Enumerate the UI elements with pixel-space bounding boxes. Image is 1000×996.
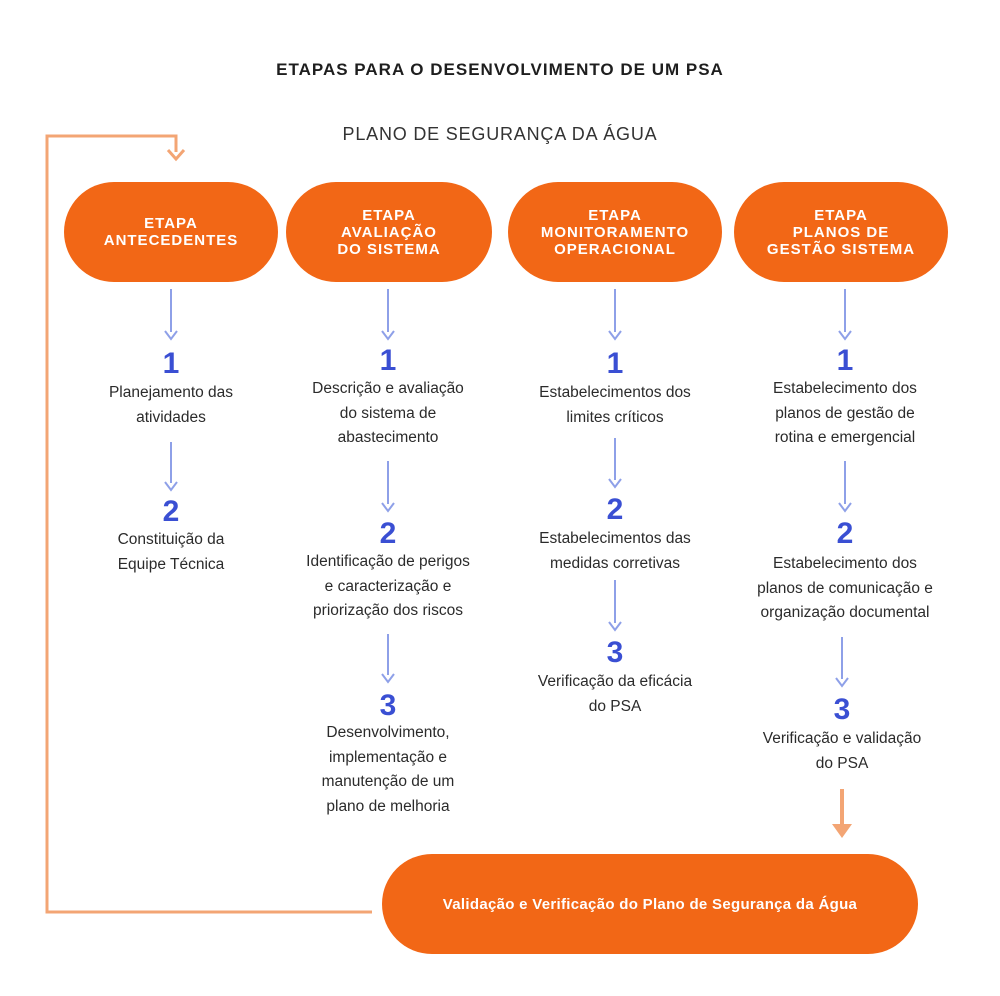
feedback-loop-line: [45, 134, 372, 914]
stage-avaliacao-line: DO SISTEMA: [337, 240, 441, 258]
final-stage-validacao: Validação e Verificação do Plano de Segu…: [382, 854, 918, 954]
arrow-col2-c: [381, 634, 395, 684]
step-number: 2: [162, 495, 180, 528]
arrow-col2-a: [381, 289, 395, 341]
step-description: Verificação e validação do PSA: [762, 730, 922, 772]
stage-monitoramento-line: ETAPA: [588, 206, 642, 224]
step-description: Descrição e avaliação do sistema de abas…: [312, 380, 464, 446]
stage-planos-gestao-sistema: ETAPA PLANOS DE GESTÃO SISTEMA: [734, 182, 948, 282]
step-description: Estabelecimento dos planos de gestão de …: [773, 380, 917, 446]
feedback-loop-arrowhead: [166, 149, 186, 162]
arrow-col3-c: [608, 580, 622, 632]
stage-avaliacao-line: ETAPA: [362, 206, 416, 224]
step-description: Desenvolvimento, implementação e manuten…: [321, 724, 455, 815]
arrow-col1-b: [164, 442, 178, 492]
step-number: 3: [606, 636, 624, 669]
arrow-col2-b: [381, 461, 395, 513]
stage-planos-line: PLANOS DE: [792, 223, 890, 241]
step-number: 1: [162, 347, 180, 380]
step-number: 2: [836, 517, 854, 550]
step-description: Planejamento das atividades: [108, 384, 234, 426]
step-number: 2: [606, 493, 624, 526]
step-description: Estabelecimentos dos limites críticos: [539, 384, 691, 426]
step-number: 1: [379, 344, 397, 377]
arrow-to-final-stage: [832, 789, 852, 838]
stage-antecedentes-line: ETAPA: [144, 215, 198, 232]
stage-monitoramento-line: MONITORAMENTO: [540, 223, 690, 241]
step-number: 1: [836, 344, 854, 377]
arrow-col4-c: [835, 637, 849, 688]
stage-antecedentes: ETAPA ANTECEDENTES: [64, 182, 278, 282]
diagram-subtitle: PLANO DE SEGURANÇA DA ÁGUA: [342, 124, 658, 144]
arrow-col1-a: [164, 289, 178, 341]
step-number: 3: [379, 689, 397, 722]
stage-avaliacao-line: AVALIAÇÃO: [341, 223, 437, 241]
stage-avaliacao-sistema: ETAPA AVALIAÇÃO DO SISTEMA: [286, 182, 492, 282]
step-description: Estabelecimento dos planos de comunicaçã…: [757, 555, 933, 621]
stage-planos-line: ETAPA: [814, 206, 868, 224]
step-description: Verificação da eficácia do PSA: [537, 673, 693, 715]
step-description: Estabelecimentos das medidas corretivas: [539, 530, 691, 572]
step-number: 1: [606, 347, 624, 380]
step-description: Identificação de perigos e caracterizaçã…: [306, 553, 470, 619]
stage-planos-line: GESTÃO SISTEMA: [766, 240, 916, 258]
step-number: 2: [379, 517, 397, 550]
arrow-col4-a: [838, 289, 852, 341]
arrow-col3-b: [608, 438, 622, 489]
arrow-col4-b: [838, 461, 852, 513]
step-number: 3: [833, 693, 851, 726]
stage-monitoramento-line: OPERACIONAL: [554, 240, 676, 258]
stage-monitoramento-operacional: ETAPA MONITORAMENTO OPERACIONAL: [508, 182, 722, 282]
stage-antecedentes-line: ANTECEDENTES: [103, 232, 239, 249]
page-title: ETAPAS PARA O DESENVOLVIMENTO DE UM PSA: [276, 60, 724, 79]
step-description: Constituição da Equipe Técnica: [117, 531, 225, 573]
arrow-col3-a: [608, 289, 622, 341]
